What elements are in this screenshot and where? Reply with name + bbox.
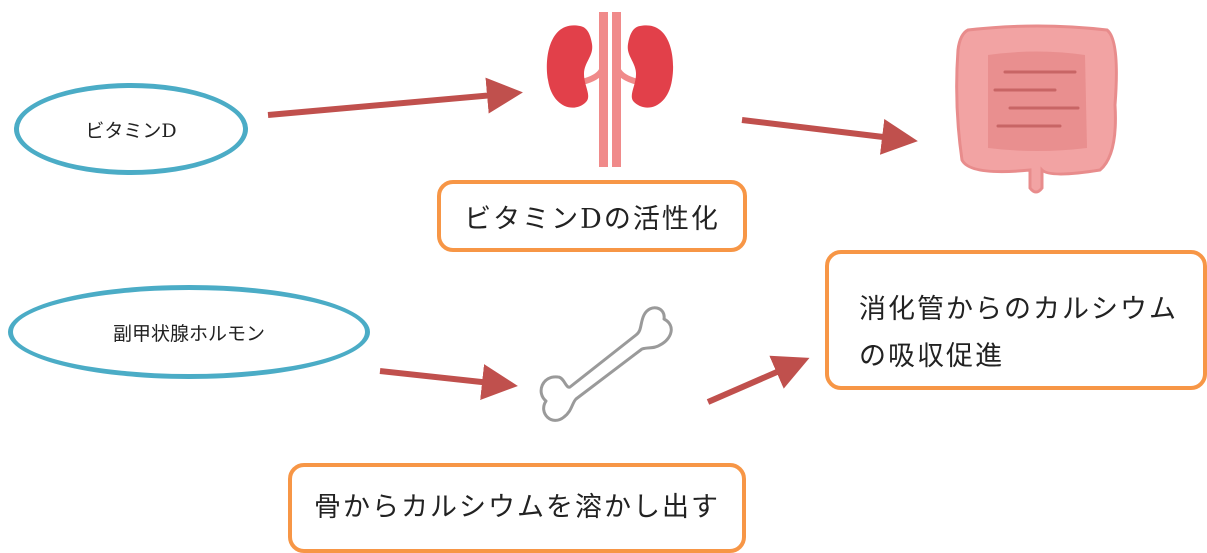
vitamin-d-ellipse: ビタミンD [14,83,248,175]
intestine-note-line1: 消化管からのカルシウム [859,286,1203,333]
arrow-vitamin-d-to-kidney [268,94,505,115]
bone-icon [530,305,690,430]
intestine-note-line2: の吸収促進 [859,333,1203,380]
vitamin-d-label: ビタミンD [85,116,176,143]
kidney-icon [540,12,680,167]
intestine-note-box: 消化管からのカルシウム の吸収促進 [825,250,1207,390]
pth-label: 副甲状腺ホルモン [113,319,265,346]
arrow-kidney-to-intestine [742,120,900,139]
bone-note-text: 骨からカルシウムを溶かし出す [314,492,720,523]
arrow-pth-to-bone [380,371,500,384]
bone-note-box: 骨からカルシウムを溶かし出す [288,463,746,553]
kidney-note-text: ビタミンDの活性化 [464,197,720,236]
pth-ellipse: 副甲状腺ホルモン [8,285,370,379]
arrow-bone-to-intestine-note [708,365,793,402]
intestine-icon [950,20,1125,195]
kidney-note-box: ビタミンDの活性化 [437,180,747,252]
